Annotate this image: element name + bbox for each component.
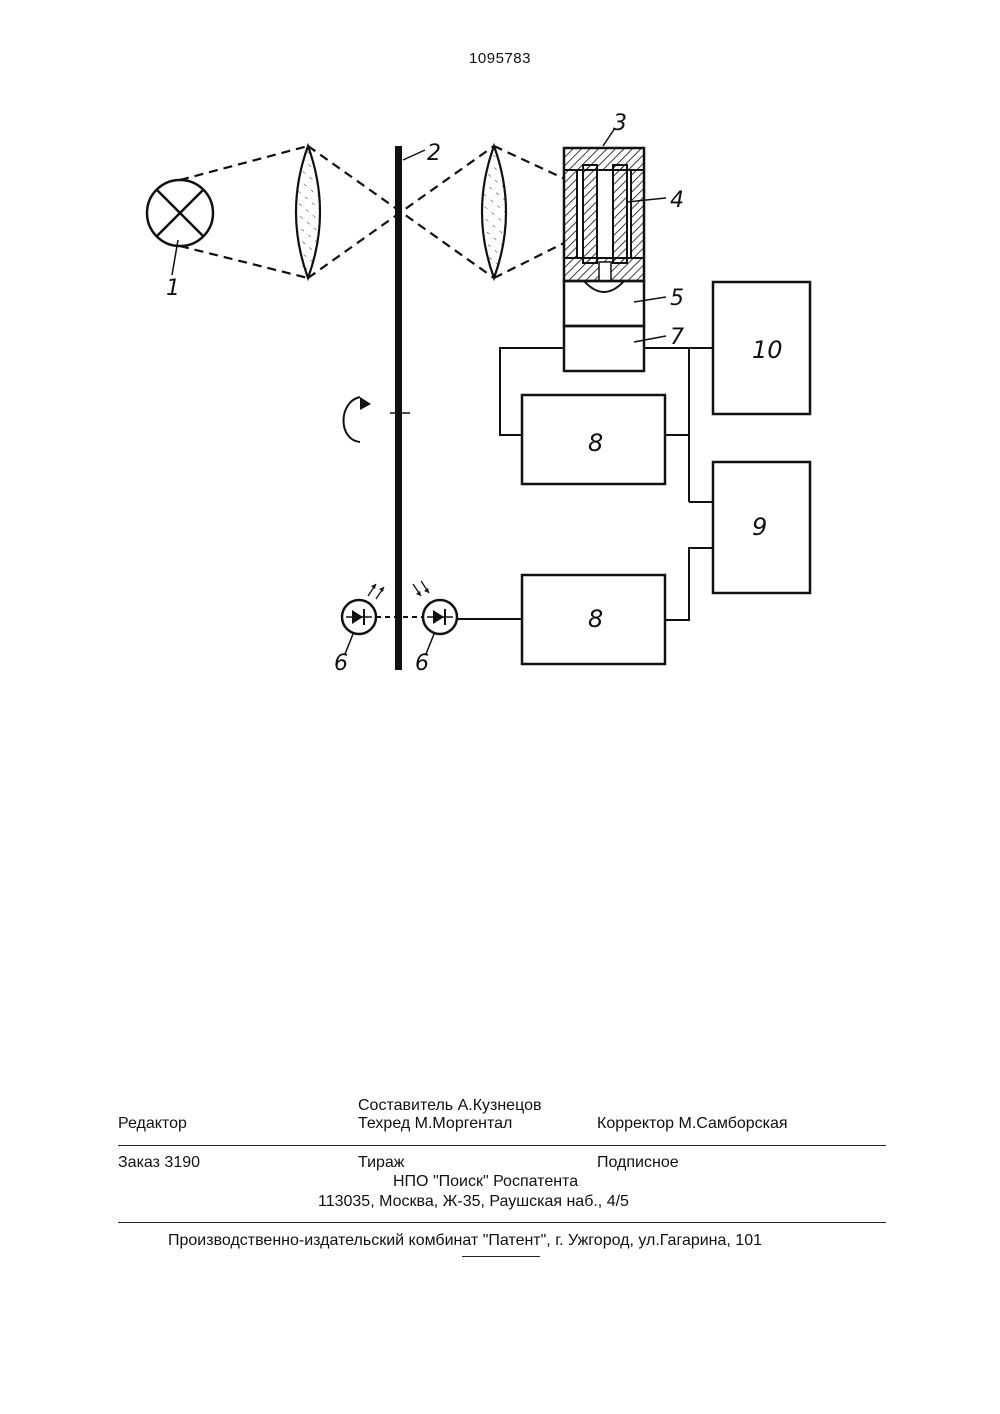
order-number: Заказ 3190 [118, 1154, 200, 1172]
subscription: Подписное [597, 1154, 679, 1172]
editor: Редактор [118, 1115, 187, 1133]
divider [118, 1222, 886, 1223]
divider [118, 1145, 886, 1146]
address: 113035, Москва, Ж-35, Раушская наб., 4/5 [318, 1193, 629, 1211]
publisher: Производственно-издательский комбинат "П… [168, 1232, 762, 1250]
organization: НПО "Поиск" Роспатента [393, 1173, 578, 1191]
techred: Техред М.Моргентал [358, 1115, 512, 1133]
divider [462, 1256, 540, 1257]
corrector: Корректор М.Самборская [597, 1115, 788, 1133]
circulation: Тираж [358, 1154, 405, 1172]
compiler: Составитель А.Кузнецов [358, 1097, 541, 1115]
